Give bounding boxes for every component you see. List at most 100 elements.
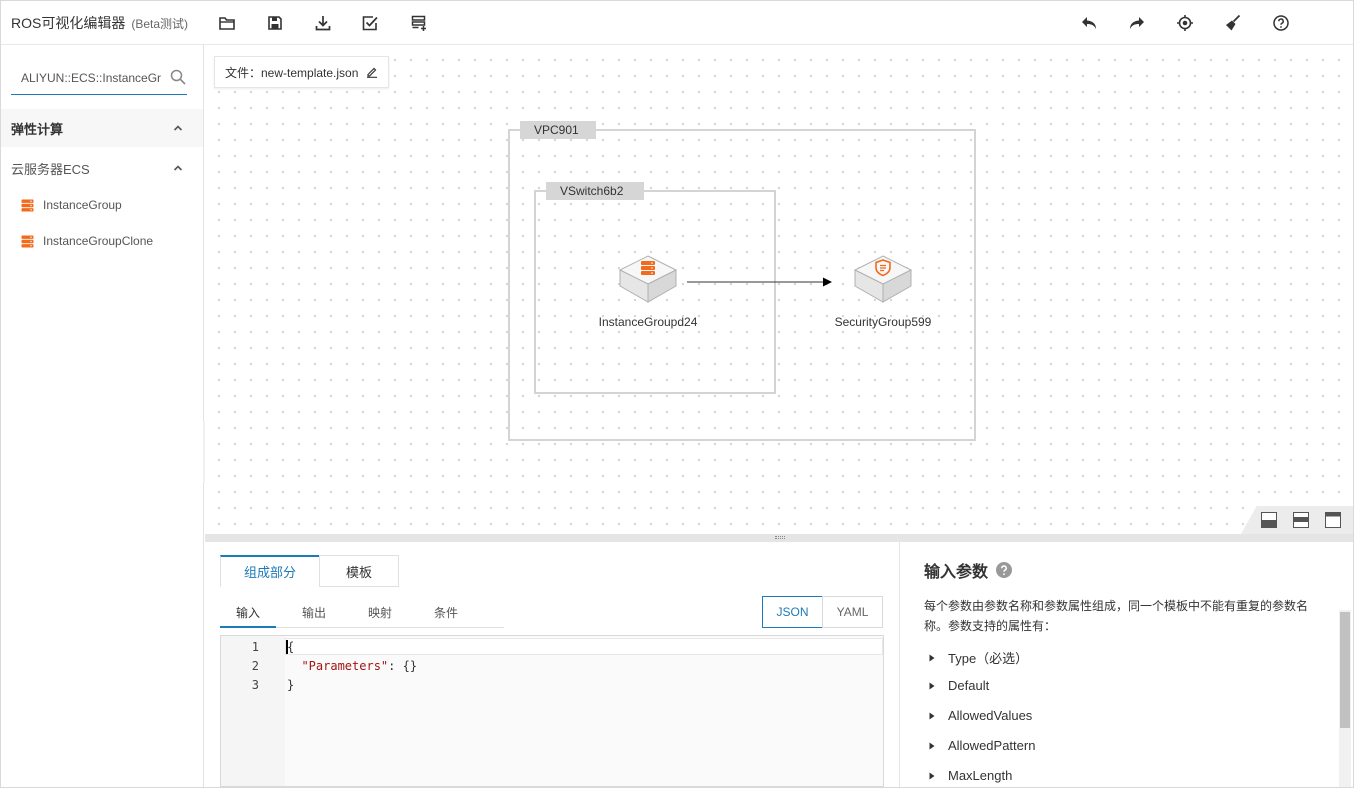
code-key: "Parameters" bbox=[301, 659, 389, 673]
open-folder-button[interactable] bbox=[215, 11, 239, 35]
save-button[interactable] bbox=[263, 11, 287, 35]
design-canvas[interactable]: 文件：new-template.json VPC901 VSwitch6b2 I… bbox=[205, 46, 1353, 534]
scrollbar-thumb[interactable] bbox=[1340, 612, 1350, 728]
caret-right-icon bbox=[929, 682, 935, 689]
caret-right-icon bbox=[929, 742, 935, 749]
line-number: 2 bbox=[251, 659, 259, 673]
top-toolbar: ROS可视化编辑器 (Beta测试) bbox=[1, 1, 1353, 45]
line-number: 1 bbox=[251, 640, 259, 654]
beta-label: (Beta测试) bbox=[131, 17, 189, 31]
locate-button[interactable] bbox=[1173, 11, 1197, 35]
validate-icon bbox=[362, 16, 378, 31]
help-title: 输入参数 bbox=[924, 558, 1013, 582]
tab-components[interactable]: 组成部分 bbox=[220, 555, 320, 587]
caret-right-icon bbox=[929, 772, 935, 779]
node-label: InstanceGroupd24 bbox=[598, 315, 698, 329]
property-label: Type（必选） bbox=[948, 651, 1029, 666]
json-format-button[interactable]: JSON bbox=[762, 596, 823, 628]
property-allowedpattern[interactable]: AllowedPattern bbox=[928, 738, 1035, 753]
node-instancegroup[interactable]: InstanceGroupd24 bbox=[573, 254, 723, 329]
property-label: AllowedValues bbox=[948, 708, 1033, 723]
download-icon bbox=[315, 16, 331, 31]
redo-icon bbox=[1130, 17, 1144, 29]
redo-button[interactable] bbox=[1125, 11, 1149, 35]
vpc-group[interactable] bbox=[508, 129, 976, 441]
subtab-outputs[interactable]: 输出 bbox=[301, 606, 326, 620]
subtab-mappings[interactable]: 映射 bbox=[367, 606, 392, 620]
sidebar-item-label: InstanceGroup bbox=[43, 198, 122, 212]
code-editor[interactable]: 1 2 3 { "Parameters": {} } bbox=[220, 635, 884, 787]
node-securitygroup[interactable]: SecurityGroup599 bbox=[808, 254, 958, 329]
server-icon bbox=[21, 199, 34, 211]
layout-bottom-icon[interactable] bbox=[1261, 512, 1277, 528]
caret-right-icon bbox=[929, 654, 935, 661]
subtab-parameters[interactable]: 输入 bbox=[220, 600, 276, 628]
help-title-text: 输入参数 bbox=[924, 564, 989, 581]
splitter-grip[interactable] bbox=[775, 536, 785, 539]
layout-split-icon[interactable] bbox=[1293, 512, 1309, 528]
app-title: ROS可视化编辑器 (Beta测试) bbox=[11, 13, 188, 33]
clean-icon bbox=[1226, 14, 1241, 31]
property-maxlength[interactable]: MaxLength bbox=[928, 768, 1012, 783]
text-cursor bbox=[286, 640, 288, 654]
subcategory-ecs[interactable]: 云服务器ECS bbox=[1, 149, 203, 187]
help-panel: 输入参数 每个参数由参数名称和参数属性组成，同一个模板中不能有重复的参数名称。参… bbox=[899, 542, 1353, 787]
resource-search-input[interactable] bbox=[11, 63, 161, 93]
code-line: "Parameters": {} bbox=[287, 659, 417, 673]
undo-icon bbox=[1082, 17, 1096, 29]
property-default[interactable]: Default bbox=[928, 678, 989, 693]
help-icon bbox=[1273, 15, 1289, 31]
search-box bbox=[11, 63, 187, 95]
securitygroup-node-icon bbox=[853, 255, 913, 303]
search-icon[interactable] bbox=[169, 68, 187, 86]
code-line: { bbox=[287, 640, 295, 654]
file-name-tag: 文件：new-template.json bbox=[214, 56, 390, 88]
panel-splitter[interactable] bbox=[205, 534, 1353, 542]
section-subtabs: 输入 输出 映射 条件 bbox=[220, 600, 504, 628]
code-value: : {} bbox=[388, 659, 418, 673]
clean-button[interactable] bbox=[1221, 11, 1245, 35]
validate-button[interactable] bbox=[358, 11, 382, 35]
property-label: Default bbox=[948, 678, 990, 693]
locate-icon bbox=[1177, 15, 1193, 31]
folder-icon bbox=[219, 17, 235, 30]
sidebar-item-label: InstanceGroupClone bbox=[43, 234, 154, 248]
vpc-label: VPC901 bbox=[520, 121, 596, 139]
caret-right-icon bbox=[929, 712, 935, 719]
app-title-text: ROS可视化编辑器 bbox=[11, 15, 126, 31]
download-button[interactable] bbox=[311, 11, 335, 35]
layout-top-icon[interactable] bbox=[1325, 512, 1341, 528]
active-line-highlight bbox=[285, 638, 883, 655]
node-label: SecurityGroup599 bbox=[834, 315, 932, 329]
sidebar-item-instancegroup[interactable]: InstanceGroup bbox=[21, 198, 122, 212]
sidebar-item-instancegroupclone[interactable]: InstanceGroupClone bbox=[21, 234, 153, 248]
line-number: 3 bbox=[251, 678, 259, 692]
property-label: MaxLength bbox=[948, 768, 1013, 783]
line-gutter: 1 2 3 bbox=[221, 636, 285, 786]
instancegroup-node-icon bbox=[618, 255, 678, 303]
category-elastic-compute[interactable]: 弹性计算 bbox=[1, 109, 203, 147]
connection-edge[interactable] bbox=[685, 275, 855, 289]
category-label: 弹性计算 bbox=[11, 121, 64, 137]
chevron-up-icon bbox=[173, 165, 183, 171]
help-description: 每个参数由参数名称和参数属性组成，同一个模板中不能有重复的参数名称。参数支持的属… bbox=[924, 599, 1309, 633]
yaml-format-button[interactable]: YAML bbox=[822, 596, 883, 628]
question-icon[interactable] bbox=[996, 562, 1013, 578]
edit-icon[interactable] bbox=[366, 66, 378, 78]
help-scrollbar[interactable] bbox=[1339, 610, 1351, 787]
add-template-icon bbox=[411, 15, 426, 31]
vswitch-group[interactable] bbox=[534, 190, 776, 394]
layout-switcher bbox=[1241, 506, 1353, 534]
subtab-conditions[interactable]: 条件 bbox=[433, 606, 458, 620]
tab-template[interactable]: 模板 bbox=[319, 555, 399, 587]
add-template-button[interactable] bbox=[407, 11, 431, 35]
help-button[interactable] bbox=[1269, 11, 1293, 35]
property-label: AllowedPattern bbox=[948, 738, 1036, 753]
property-allowedvalues[interactable]: AllowedValues bbox=[928, 708, 1032, 723]
vswitch-label: VSwitch6b2 bbox=[546, 182, 644, 200]
code-editor-panel: 组成部分 模板 输入 输出 映射 条件 JSON YAML 1 2 3 { "P… bbox=[205, 542, 899, 787]
property-type[interactable]: Type（必选） bbox=[928, 648, 1028, 667]
undo-button[interactable] bbox=[1077, 11, 1101, 35]
code-line: } bbox=[287, 678, 295, 692]
